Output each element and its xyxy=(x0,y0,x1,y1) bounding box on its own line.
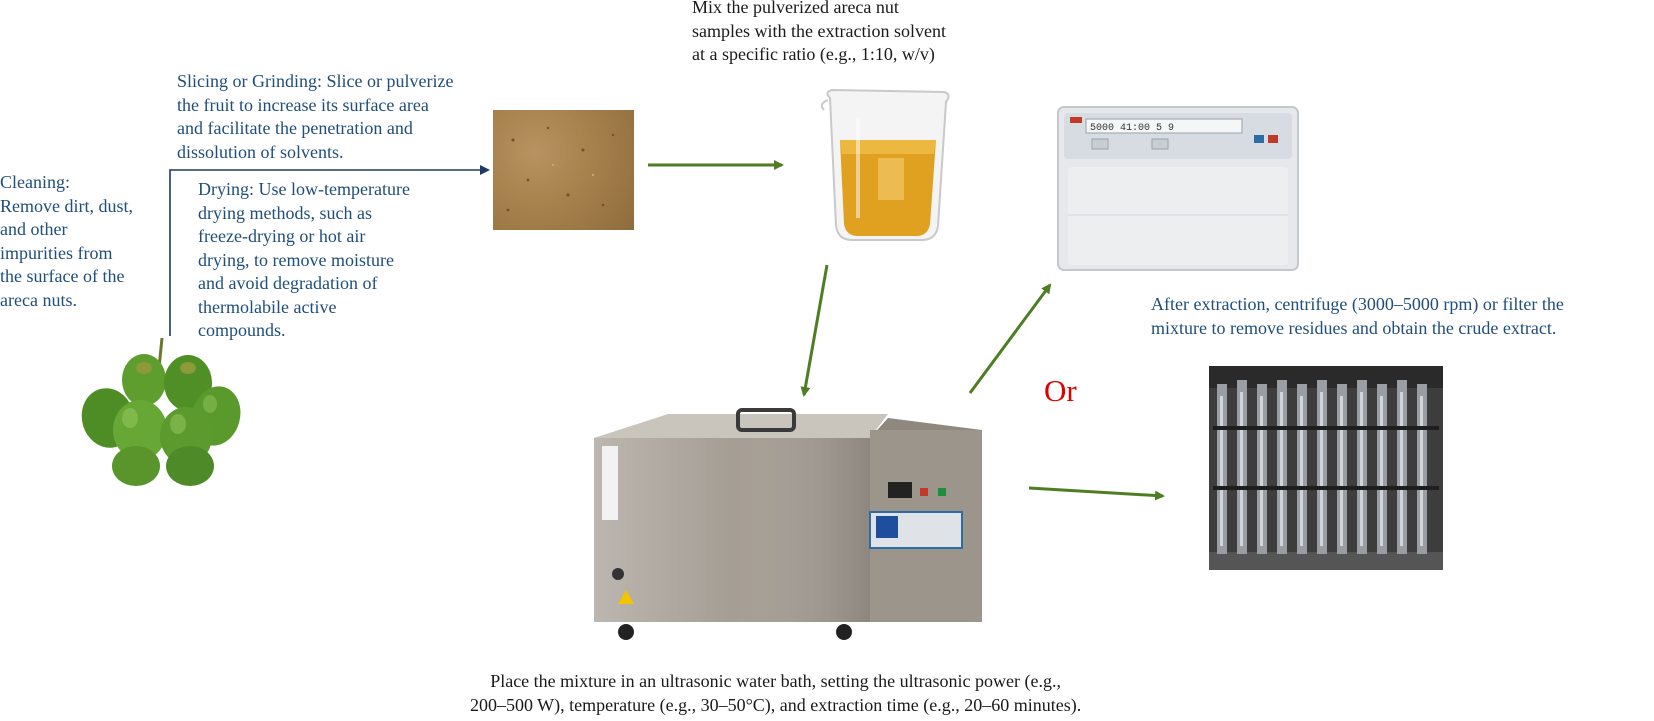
cleaning-to-powder-arrow xyxy=(169,165,490,336)
beaker-with-solvent-icon xyxy=(820,88,950,241)
ultrasonic-bath-image xyxy=(594,408,982,640)
cleaning-text: Cleaning: Remove dirt, dust, and other i… xyxy=(0,172,133,310)
ultrasonic-water-bath-icon xyxy=(594,408,982,640)
slicing-text: Slicing or Grinding: Slice or pulverize … xyxy=(177,71,454,162)
bath-to-centrifuge-arrow xyxy=(968,283,1052,394)
filter-columns-icon xyxy=(1209,366,1443,570)
filter-columns-image xyxy=(1209,366,1443,570)
areca-nuts-image xyxy=(81,338,241,486)
areca-powder-image xyxy=(493,110,634,230)
ultrasonic-text: Place the mixture in an ultrasonic water… xyxy=(470,671,1082,715)
mix-text: Mix the pulverized areca nut samples wit… xyxy=(692,0,946,64)
drying-text: Drying: Use low-temperature drying metho… xyxy=(198,179,410,340)
areca-powder-icon xyxy=(506,126,615,212)
beaker-image xyxy=(820,88,950,241)
centrifuge-icon: 5000 41:00 5 9 xyxy=(1057,106,1299,271)
or-label: Or xyxy=(1044,373,1077,408)
after-extraction-text: After extraction, centrifuge (3000–5000 … xyxy=(1151,294,1564,338)
centrifuge-image: 5000 41:00 5 9 xyxy=(1057,106,1299,271)
areca-nut-cluster-icon xyxy=(81,338,241,486)
bath-to-filter-arrow xyxy=(1028,486,1165,501)
centrifuge-display: 5000 41:00 5 9 xyxy=(1090,123,1174,134)
beaker-to-bath-arrow xyxy=(800,264,829,397)
